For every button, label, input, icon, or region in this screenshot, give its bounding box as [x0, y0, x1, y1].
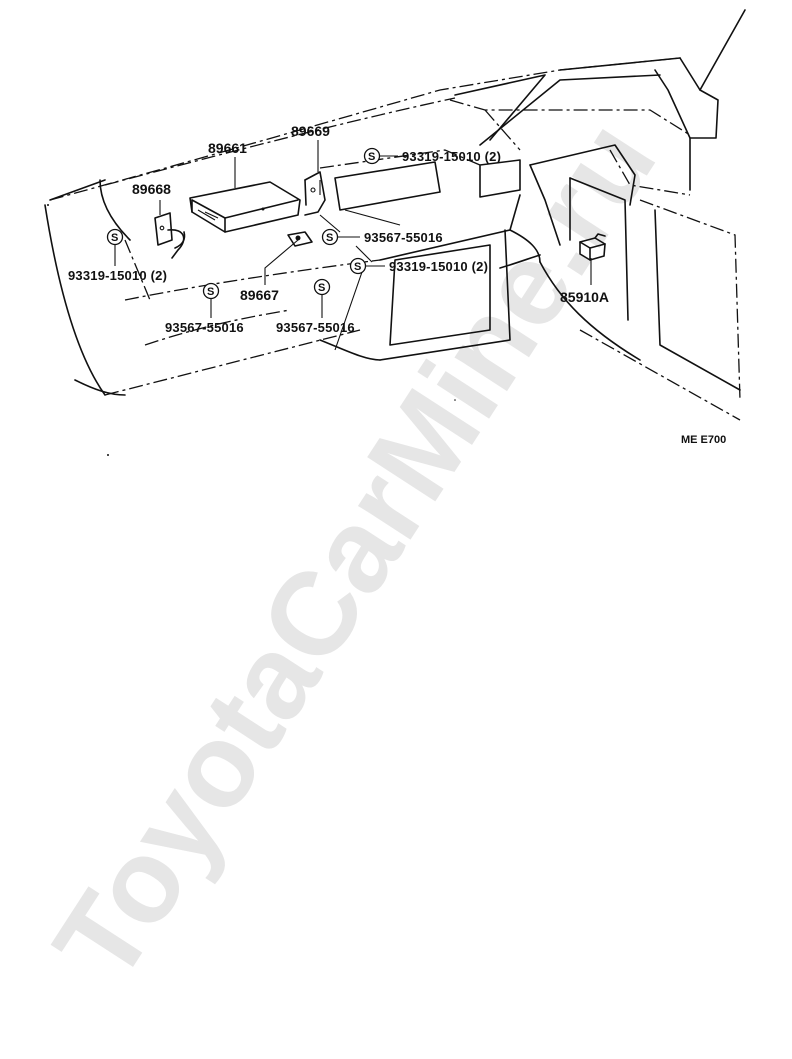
bracket-89668[interactable] — [154, 212, 186, 259]
label-nut-left[interactable]: 93567-55016 — [165, 320, 244, 335]
svg-text:S: S — [326, 232, 333, 244]
leader-lines — [114, 140, 592, 351]
svg-text:S: S — [111, 232, 118, 244]
diagram-code: ME E700 — [681, 434, 726, 446]
label-89661[interactable]: 89661 — [208, 140, 247, 156]
s-symbol-nut-mid[interactable]: S — [313, 278, 331, 296]
s-symbol-nut-left[interactable]: S — [202, 282, 220, 300]
label-85910a[interactable]: 85910A — [560, 289, 609, 305]
label-89668[interactable]: 89668 — [132, 181, 171, 197]
bracket-89667[interactable] — [287, 231, 313, 247]
stray-dot — [454, 399, 456, 401]
label-nut-mid[interactable]: 93567-55016 — [276, 320, 355, 335]
label-89667[interactable]: 89667 — [240, 287, 279, 303]
part-labels: 89661 89669 89668 89667 85910A 93319-150… — [68, 123, 726, 446]
s-symbol-bolt-right[interactable]: S — [349, 257, 367, 275]
svg-text:S: S — [354, 261, 361, 273]
svg-text:S: S — [207, 286, 214, 298]
s-symbol-bolt-top[interactable]: S — [363, 147, 381, 165]
bracket-89669[interactable] — [304, 171, 326, 216]
label-bolt-left[interactable]: 93319-15010 (2) — [68, 268, 167, 283]
label-bolt-top[interactable]: 93319-15010 (2) — [402, 149, 501, 164]
s-symbol-bolt-left[interactable]: S — [106, 228, 124, 246]
stray-dot — [47, 204, 49, 206]
s-symbol-nut-right[interactable]: S — [321, 228, 339, 246]
svg-text:S: S — [368, 151, 375, 163]
watermark-text: ToyotaCarMine.ru — [29, 98, 681, 1004]
stray-dot — [107, 454, 109, 456]
s-fastener-symbols: S S S S S S — [106, 147, 381, 300]
label-nut-right[interactable]: 93567-55016 — [364, 230, 443, 245]
computer-module-89661[interactable] — [189, 181, 301, 233]
relay-85910a[interactable] — [579, 233, 606, 261]
label-bolt-right[interactable]: 93319-15010 (2) — [389, 259, 488, 274]
label-89669[interactable]: 89669 — [291, 123, 330, 139]
svg-text:S: S — [318, 282, 325, 294]
dashboard-outline — [44, 9, 746, 421]
